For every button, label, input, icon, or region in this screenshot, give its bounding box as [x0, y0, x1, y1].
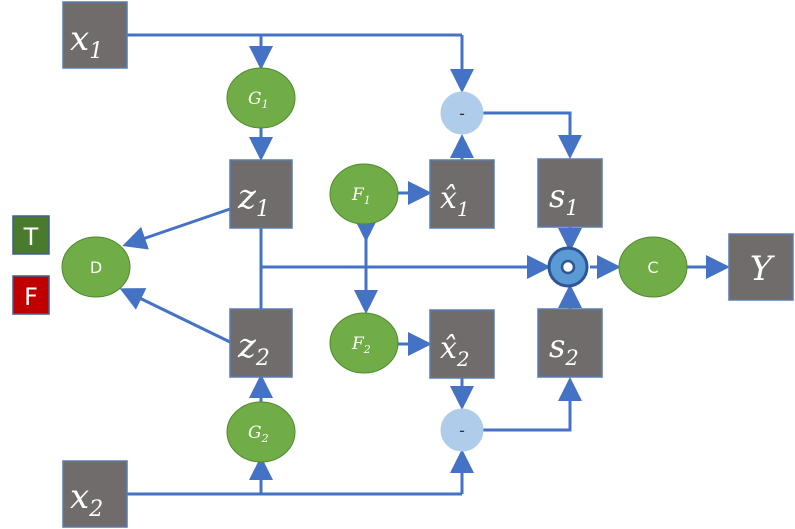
node-x2: x2: [62, 460, 128, 528]
edge-z1-d: [122, 207, 231, 250]
svg-text:F: F: [24, 283, 38, 311]
svg-text:C: C: [647, 258, 658, 277]
node-f2: F2: [329, 312, 399, 374]
node-s2: s2: [537, 308, 603, 378]
combine-node: [547, 246, 589, 288]
svg-text:x̂2: x̂2: [440, 331, 470, 371]
svg-text:x1: x1: [70, 19, 103, 64]
node-d: D: [61, 236, 131, 298]
svg-text:-: -: [459, 104, 465, 123]
svg-text:F1: F1: [351, 185, 371, 207]
svg-text:s2: s2: [549, 327, 579, 370]
node-g2: G2: [226, 401, 296, 463]
svg-text:x̂1: x̂1: [440, 181, 470, 221]
edges: [119, 33, 730, 496]
node-xhat2: x̂2: [429, 309, 495, 379]
node-s1: s1: [537, 158, 603, 228]
svg-text:T: T: [23, 223, 39, 251]
svg-text:s1: s1: [549, 177, 579, 220]
node-g1: G1: [226, 67, 296, 129]
node-xhat1: x̂1: [429, 159, 495, 229]
node-z1: z1: [229, 159, 293, 229]
node-x1: x1: [62, 1, 128, 69]
svg-text:z1: z1: [237, 177, 270, 222]
svg-text:Y: Y: [750, 249, 776, 289]
node-minus2: -: [440, 408, 484, 452]
node-c: C: [618, 236, 688, 298]
svg-text:z2: z2: [237, 326, 270, 371]
svg-text:F2: F2: [351, 334, 371, 356]
svg-text:D: D: [90, 258, 102, 277]
legend-true: T: [12, 215, 50, 255]
edge-minus2-s2: [483, 377, 582, 432]
svg-text:x2: x2: [70, 477, 103, 522]
svg-text:G2: G2: [248, 423, 269, 445]
node-y: Y: [728, 233, 794, 301]
legend-false: F: [12, 275, 50, 315]
node-f1: F1: [329, 163, 399, 225]
edge-minus1-s1: [483, 111, 582, 159]
svg-text:G1: G1: [248, 89, 269, 111]
node-z2: z2: [229, 308, 293, 378]
svg-text:-: -: [459, 421, 465, 440]
edge-z2-d: [119, 288, 231, 344]
node-minus1: -: [440, 91, 484, 135]
